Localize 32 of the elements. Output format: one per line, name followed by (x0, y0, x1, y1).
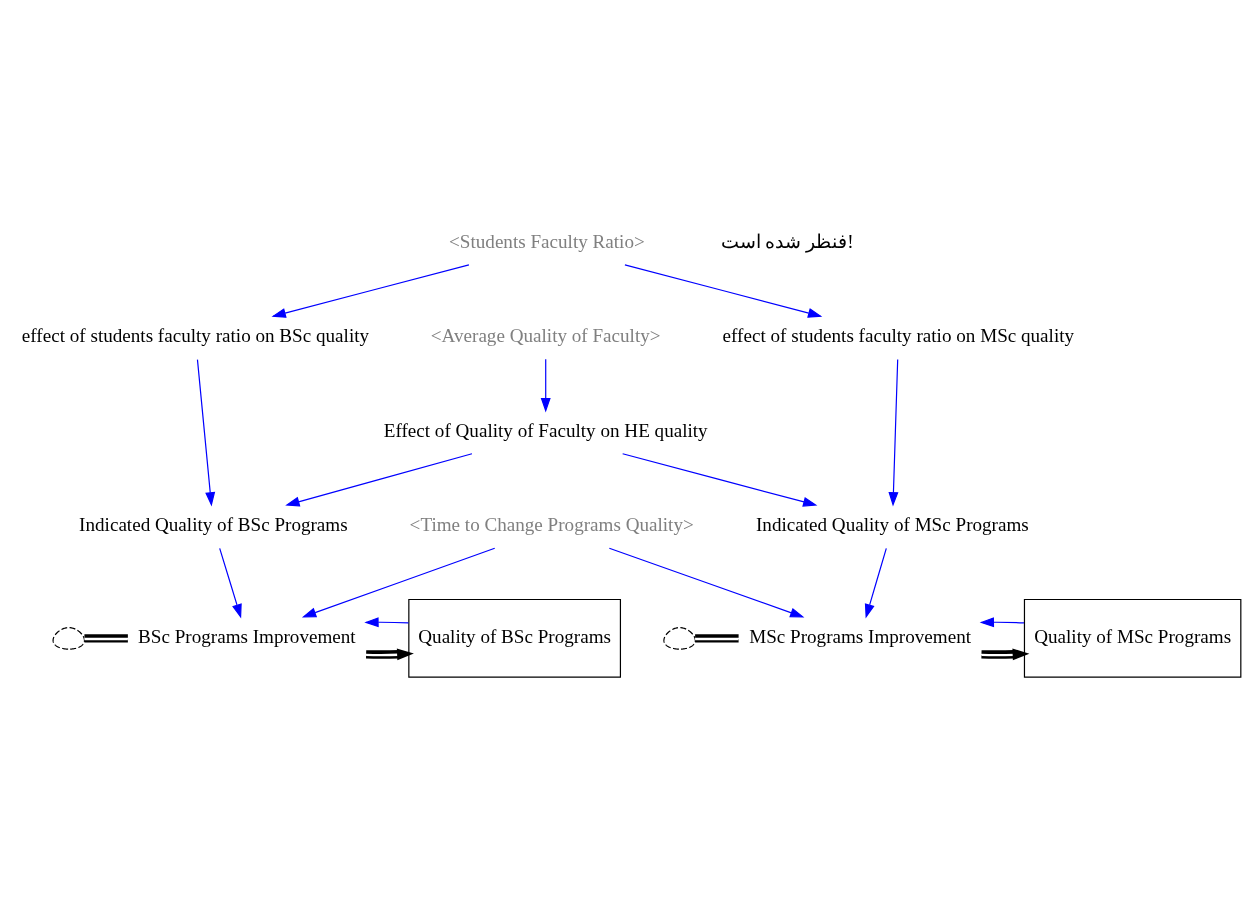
node-text: <Time to Change Programs Quality> (409, 514, 694, 536)
node-text: <Students Faculty Ratio> (449, 230, 645, 252)
arrow (540, 358, 551, 413)
arrow (624, 264, 823, 318)
arrow (979, 617, 1025, 628)
node-box: Quality of MSc Programs (1023, 598, 1242, 678)
arrow (864, 547, 887, 619)
arrow (301, 547, 496, 618)
arrow (981, 648, 1030, 661)
node-text: effect of students faculty ratio on MSc quality (722, 325, 1075, 347)
arrow (622, 453, 818, 507)
arrow (364, 617, 410, 628)
node-text: <Average Quality of Faculty> (430, 325, 661, 347)
arrow (366, 648, 414, 661)
arrow (608, 547, 805, 618)
node-text: MSc Programs Improvement (749, 625, 972, 647)
connector (695, 634, 739, 643)
node-cloud (663, 627, 696, 650)
node-box: Quality of BSc Programs (408, 598, 622, 678)
arrow (196, 359, 216, 507)
node-text: Indicated Quality of MSc Programs (755, 514, 1029, 536)
label: فنظر شده است! (720, 230, 854, 252)
arrow (285, 453, 473, 507)
node-text: BSc Programs Improvement (138, 625, 356, 647)
node-text: effect of students faculty ratio on BSc quality (21, 325, 370, 347)
connector (84, 634, 128, 643)
arrow (888, 359, 899, 507)
node-cloud (52, 627, 86, 650)
node-text: Effect of Quality of Faculty on HE quality (383, 419, 708, 441)
arrow (219, 547, 242, 619)
node-text: Indicated Quality of BSc Programs (79, 514, 348, 536)
arrow (271, 264, 470, 318)
